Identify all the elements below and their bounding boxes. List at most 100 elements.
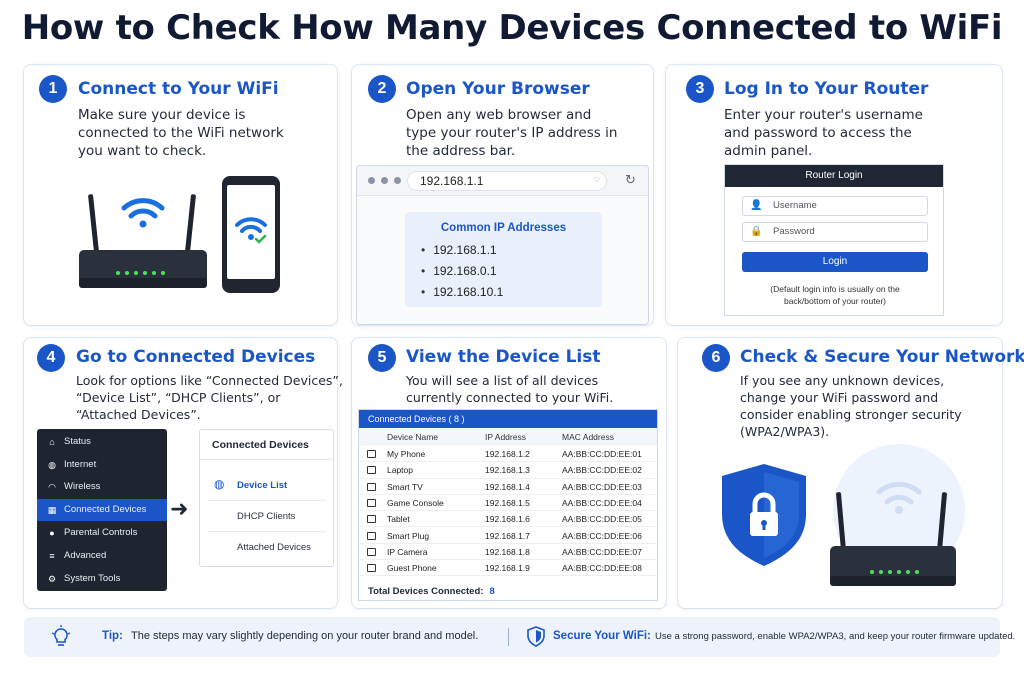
router-menu: ⌂Status ◍Internet ◠Wireless ▦Connected D… <box>37 429 167 591</box>
ip-address-item: 192.168.10.1 <box>421 285 503 299</box>
device-icon <box>367 450 376 458</box>
ip-address-item: 192.168.1.1 <box>421 243 496 257</box>
device-name-cell: My Phone <box>387 449 426 459</box>
home-icon: ⌂ <box>49 437 55 447</box>
step-title-3: Log In to Your Router <box>724 79 929 99</box>
step-number-1: 1 <box>39 75 67 103</box>
step-title-6: Check & Secure Your Network <box>740 347 1024 367</box>
step-number-4: 4 <box>37 344 65 372</box>
router-login-panel: Router Login 👤 Username 🔒 Password Login… <box>724 164 944 316</box>
submenu-item-attached-devices[interactable]: Attached Devices <box>237 542 311 553</box>
globe-icon: ◍ <box>48 460 56 470</box>
device-icon <box>367 466 376 475</box>
device-icon <box>367 498 376 507</box>
device-icon <box>367 515 376 524</box>
menu-item-internet[interactable]: ◍Internet <box>37 454 167 476</box>
step-number-5: 5 <box>368 344 396 372</box>
table-row[interactable]: Guest Phone 192.168.1.9 AA:BB:CC:DD:EE:08 <box>359 560 657 577</box>
menu-item-advanced[interactable]: ≡Advanced <box>37 545 167 567</box>
wifi-icon: ◠ <box>48 482 56 492</box>
browser-refresh-icon[interactable] <box>394 177 401 184</box>
login-button[interactable]: Login <box>742 252 928 272</box>
menu-item-system-tools[interactable]: ⚙System Tools <box>47 573 121 584</box>
menu-item-connected-devices[interactable]: ▦Connected Devices <box>37 499 167 521</box>
total-devices: Total Devices Connected:8 <box>368 586 495 597</box>
device-icon <box>367 482 376 491</box>
ip-address-cell: 192.168.1.9 <box>485 563 530 574</box>
grid-icon: ▦ <box>47 505 57 515</box>
table-row[interactable]: Laptop 192.168.1.3 AA:BB:CC:DD:EE:02 <box>359 462 657 479</box>
phone-illustration <box>222 176 280 293</box>
device-icon <box>367 531 376 540</box>
page-title: How to Check How Many Devices Connected … <box>21 8 1003 48</box>
menu-item-wireless[interactable]: ◠Wireless <box>37 476 167 498</box>
ip-address-cell: 192.168.1.6 <box>485 514 530 525</box>
mac-address-cell: AA:BB:CC:DD:EE:08 <box>562 563 642 574</box>
step-number-3: 3 <box>686 75 714 103</box>
divider <box>208 500 326 501</box>
shield-icon: ◌ <box>594 174 600 185</box>
user-icon: 👤 <box>750 200 763 211</box>
password-field[interactable]: 🔒 Password <box>742 222 928 242</box>
menu-item-status[interactable]: ⌂Status <box>37 431 167 453</box>
submenu-title: Connected Devices <box>200 430 333 460</box>
ip-address-cell: 192.168.1.8 <box>485 546 530 557</box>
router-illustration <box>79 194 207 288</box>
wifi-connected-icon <box>235 217 267 244</box>
ip-address-cell: 192.168.1.4 <box>485 481 530 492</box>
device-name-cell: Smart TV <box>387 481 423 492</box>
browser-back-icon[interactable] <box>368 177 375 184</box>
mac-address-cell: AA:BB:CC:DD:EE:05 <box>562 514 642 525</box>
mac-address-cell: AA:BB:CC:DD:EE:01 <box>562 449 642 459</box>
login-header: Router Login <box>725 165 943 187</box>
submenu-item-device-list[interactable]: Device List <box>237 480 288 491</box>
table-header-row: Device Name IP Address MAC Address <box>359 429 657 446</box>
step-title-1: Connect to Your WiFi <box>78 79 279 99</box>
router-icon <box>830 492 956 586</box>
table-row[interactable]: Smart TV 192.168.1.4 AA:BB:CC:DD:EE:03 <box>359 479 657 495</box>
address-bar[interactable]: 192.168.1.1 <box>407 171 607 191</box>
tip-bar: Tip: The steps may vary slightly dependi… <box>24 617 1015 657</box>
ip-box-title: Common IP Addresses <box>440 222 567 234</box>
device-name-cell: Tablet <box>387 514 410 525</box>
lightbulb-icon <box>51 625 71 646</box>
step-title-2: Open Your Browser <box>406 79 590 99</box>
table-row[interactable]: Tablet 192.168.1.6 AA:BB:CC:DD:EE:05 <box>359 511 657 528</box>
submenu-item-dhcp-clients[interactable]: DHCP Clients <box>237 511 296 522</box>
username-field[interactable]: 👤 Username <box>742 196 928 216</box>
step-title-4: Go to Connected Devices <box>76 347 316 367</box>
ip-address-cell: 192.168.1.5 <box>485 497 530 508</box>
faint-wifi-icon <box>876 481 922 514</box>
step-desc-4: Look for options like “Connected Devices… <box>76 373 343 422</box>
shield-lock-icon <box>722 464 806 566</box>
table-row[interactable]: My Phone 192.168.1.2 AA:BB:CC:DD:EE:01 <box>359 446 657 463</box>
connected-devices-submenu: Connected Devices ◍ Device List DHCP Cli… <box>199 429 334 567</box>
device-icon <box>367 564 376 573</box>
device-name-cell: Smart Plug <box>387 530 430 541</box>
table-row[interactable]: IP Camera 192.168.1.8 AA:BB:CC:DD:EE:07 <box>359 544 657 561</box>
wifi-signal-icon <box>121 198 165 228</box>
tip-label: Tip: <box>102 630 123 642</box>
device-name-cell: Guest Phone <box>387 563 437 574</box>
mac-address-cell: AA:BB:CC:DD:EE:07 <box>562 546 642 557</box>
tip-text: The steps may vary slightly depending on… <box>131 630 479 642</box>
reload-icon[interactable]: ↻ <box>625 172 636 187</box>
lock-icon: 🔒 <box>750 226 763 237</box>
menu-item-parental-controls[interactable]: ●Parental Controls <box>37 522 167 544</box>
step-number-6: 6 <box>702 344 730 372</box>
device-name-cell: IP Camera <box>387 546 428 557</box>
ip-address-cell: 192.168.1.3 <box>485 465 530 476</box>
device-name-cell: Laptop <box>387 465 413 476</box>
ip-address-cell: 192.168.1.2 <box>485 449 530 459</box>
mac-address-cell: AA:BB:CC:DD:EE:02 <box>562 465 642 476</box>
browser-forward-icon[interactable] <box>381 177 388 184</box>
mac-address-cell: AA:BB:CC:DD:EE:04 <box>562 497 642 508</box>
secure-wifi-label: Secure Your WiFi: <box>553 630 651 642</box>
mac-address-cell: AA:BB:CC:DD:EE:03 <box>562 481 642 492</box>
